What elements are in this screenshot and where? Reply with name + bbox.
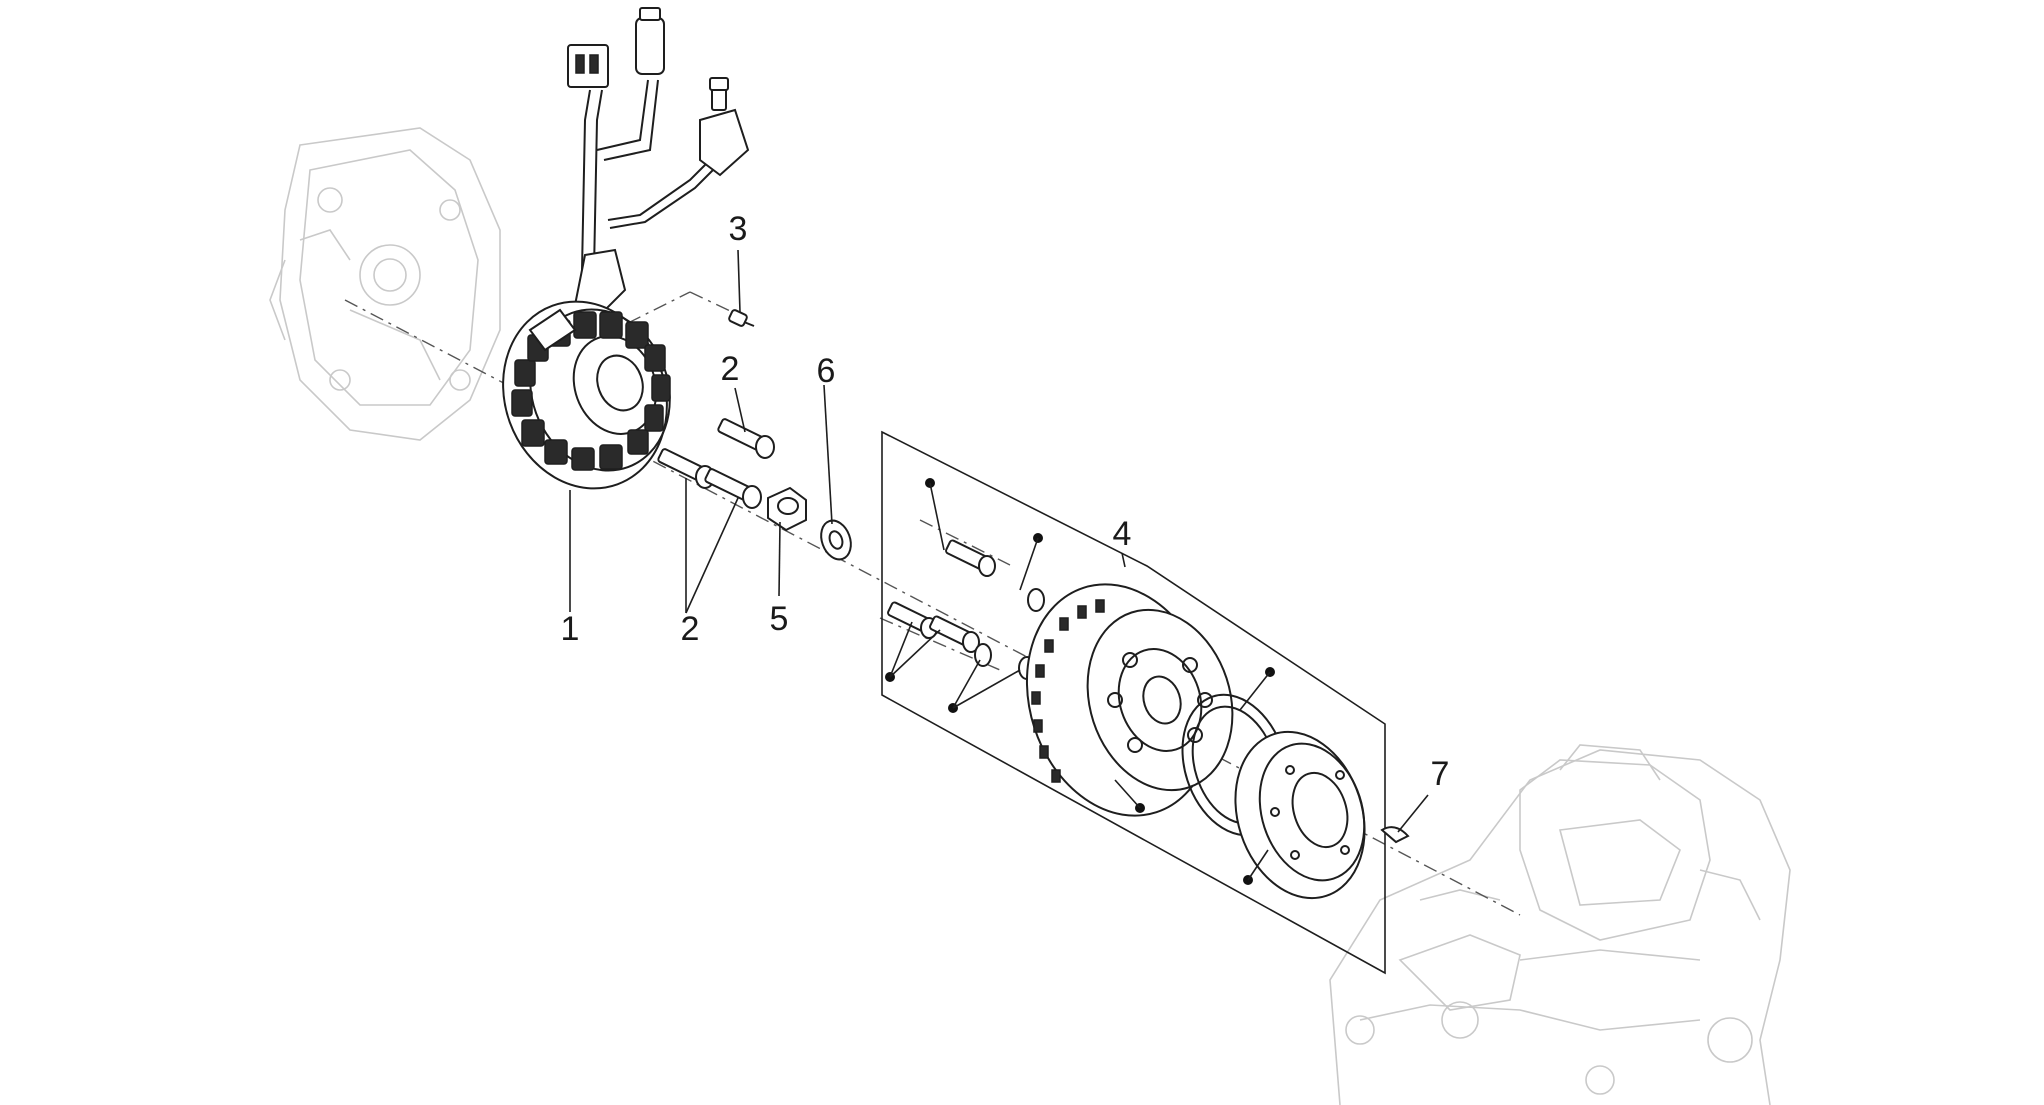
callout-2-lower: 2 [681, 610, 700, 648]
callout-7: 7 [1431, 755, 1450, 793]
kit-screw-lower-b [929, 615, 980, 653]
kit-washer-a [1027, 588, 1045, 612]
flywheel-kit-contents [885, 478, 1366, 900]
callout-labels: 1 2 2 3 4 5 6 7 [561, 210, 1450, 793]
woodruff-key-7 [1380, 826, 1410, 844]
callout-6: 6 [817, 352, 836, 390]
engine-ghost [1329, 744, 1791, 1105]
pickup-connector [699, 108, 750, 177]
crankcase-cover-ghost [269, 127, 501, 441]
screw-3 [728, 309, 755, 327]
screw-2-lower-right [704, 468, 762, 509]
flywheel-rotor [1025, 583, 1234, 817]
callout-3: 3 [729, 210, 748, 248]
screw-2-upper [717, 418, 775, 459]
flywheel-slots [1031, 599, 1105, 783]
screws-2 [657, 418, 775, 509]
kit-screw-upper [945, 539, 996, 577]
nut-5 [767, 486, 807, 532]
flywheel-holes [1107, 652, 1213, 753]
flywheel-kit-frame [881, 430, 1386, 975]
callout-4: 4 [1113, 515, 1132, 553]
kit-washer-b [974, 643, 992, 667]
connector-block-b [635, 17, 665, 75]
callout-1: 1 [561, 610, 580, 648]
connector-block-a [567, 44, 609, 88]
callout-2-upper: 2 [721, 350, 740, 388]
starter-clutch-hub [1234, 730, 1366, 900]
callout-leaders [569, 249, 1429, 833]
callout-5: 5 [770, 600, 789, 638]
wiring-harness [567, 7, 750, 317]
washer-6 [820, 519, 852, 561]
stator [502, 300, 671, 490]
